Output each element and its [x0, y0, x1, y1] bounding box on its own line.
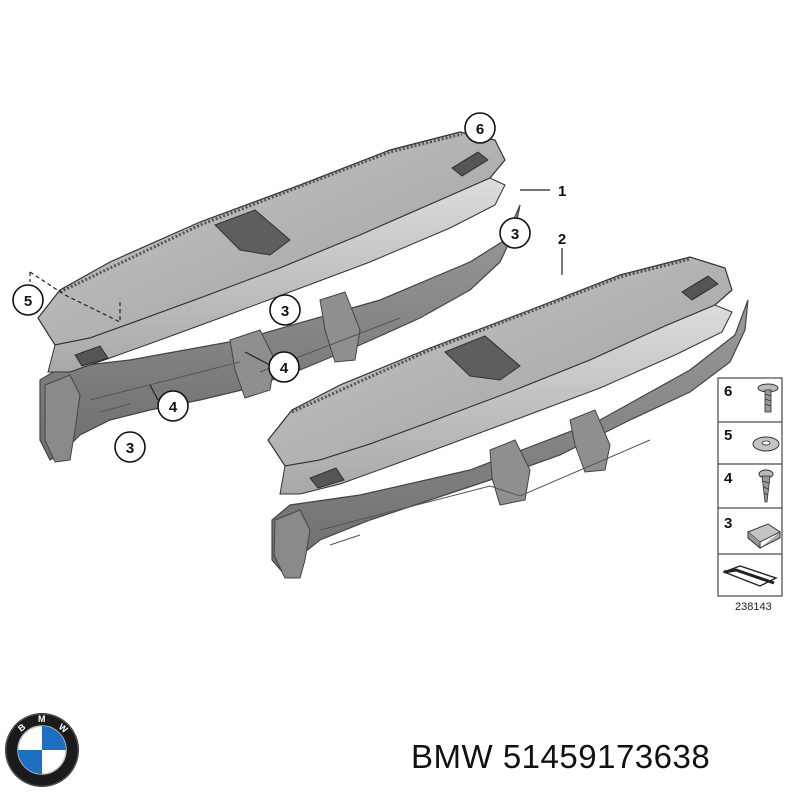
svg-text:3: 3 [724, 515, 732, 532]
dashboard-1-front-face [47, 177, 506, 373]
svg-text:4: 4 [724, 470, 733, 487]
dashboard-2-front-face [279, 304, 733, 495]
dashboard-1-right-vent [451, 151, 489, 177]
callout-2: 2 [558, 231, 566, 248]
dashboard-1-display-opening [214, 209, 291, 256]
callout-3-mid: 3 [269, 294, 301, 326]
brand-name: BMW [411, 738, 494, 775]
dashboard-panel-2 [267, 256, 749, 579]
kit-arrow-icon [722, 565, 778, 587]
svg-text:B: B [16, 721, 28, 733]
callout-leaders [29, 189, 563, 401]
svg-text:4: 4 [169, 399, 178, 416]
legend-item-6: 6 [724, 383, 779, 413]
callout-3-low: 3 [114, 431, 146, 463]
dashboard-2-center-support [489, 439, 531, 506]
legend-item-3: 3 [724, 515, 781, 550]
screw-icon [758, 469, 774, 503]
washer-screw-icon [757, 383, 779, 413]
svg-text:2: 2 [558, 231, 566, 248]
legend-item-5: 5 [724, 427, 780, 452]
callout-5: 5 [12, 284, 44, 316]
bmw-roundel-logo: B M W [5, 713, 79, 787]
dashboard-2-left-vent [309, 467, 345, 489]
dashboard-2-left-leg [273, 509, 311, 579]
dashboard-1-center-support [229, 329, 276, 399]
svg-text:5: 5 [724, 427, 732, 444]
diagram-id: 238143 [735, 601, 772, 613]
dashboard-2-right-vent [681, 275, 719, 301]
dashboard-1-left-vent [74, 345, 109, 367]
legend-item-4: 4 [724, 469, 774, 503]
callout-6: 6 [464, 112, 496, 144]
svg-text:3: 3 [126, 440, 134, 457]
dashboard-2-display-opening [444, 335, 521, 381]
dashboard-1-defroster-edge [59, 132, 463, 294]
svg-text:6: 6 [724, 383, 732, 400]
svg-text:3: 3 [281, 303, 289, 320]
callout-3-right: 3 [499, 217, 531, 249]
washer-icon [752, 436, 780, 452]
svg-text:5: 5 [24, 293, 32, 310]
part-caption: BMW 51459173638 [411, 738, 710, 776]
dashboard-panel-1 [37, 131, 521, 463]
svg-text:3: 3 [511, 226, 519, 243]
svg-text:6: 6 [476, 121, 484, 138]
dashboard-2-right-support [569, 409, 611, 473]
hardware-legend: 6 5 4 3 [717, 377, 783, 613]
dashboard-2-defroster-edge [291, 257, 691, 414]
svg-text:1: 1 [558, 183, 566, 200]
callout-1: 1 [558, 183, 566, 200]
part-number: 51459173638 [502, 738, 711, 775]
clip-nut-icon [747, 523, 781, 550]
callout-4-mid: 4 [268, 351, 300, 383]
dashboard-1-left-leg [44, 374, 81, 463]
callout-4-low: 4 [157, 390, 189, 422]
svg-text:M: M [38, 714, 46, 724]
svg-text:4: 4 [280, 360, 289, 377]
